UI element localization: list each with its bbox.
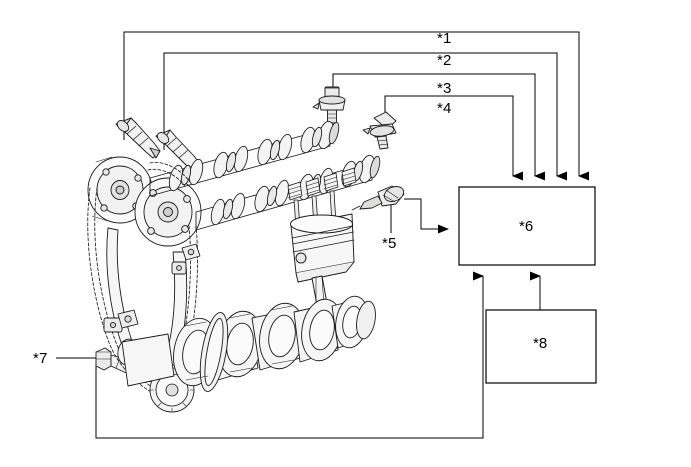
callout-line-3 [332,73,545,181]
knock-sensor [351,185,405,211]
callout-line-5 [404,198,449,234]
camshaft-timing-oil-control-valve-right [155,129,201,172]
callout-label-6: *6 [519,218,534,235]
mounting-bosses [117,243,201,329]
vvt-sprocket-intake [134,177,202,247]
callout-line-1 [123,31,589,181]
callout-label-4: *4 [437,100,452,117]
engine-illustration [87,86,405,413]
callout-label-1: *1 [437,30,452,47]
callout-label-8: *8 [533,335,548,352]
ecm-box [458,186,596,266]
crankshaft [117,295,376,392]
crank-trigger-wheel [199,312,229,392]
piston-assembly [290,213,355,283]
camshaft-position-sensor-upper [312,86,346,124]
callout-line-7 [95,271,484,439]
sub-unit-box [485,309,597,384]
camshaft-timing-oil-control-valve-left [115,117,161,159]
camshaft-position-sensor-lower [362,111,397,150]
callout-line-2 [163,52,567,181]
callout-label-5: *5 [382,235,397,252]
callout-line-4 [384,95,523,181]
callout-label-3: *3 [437,80,452,97]
callout-label-2: *2 [437,52,452,69]
callout-label-7: *7 [33,350,48,367]
